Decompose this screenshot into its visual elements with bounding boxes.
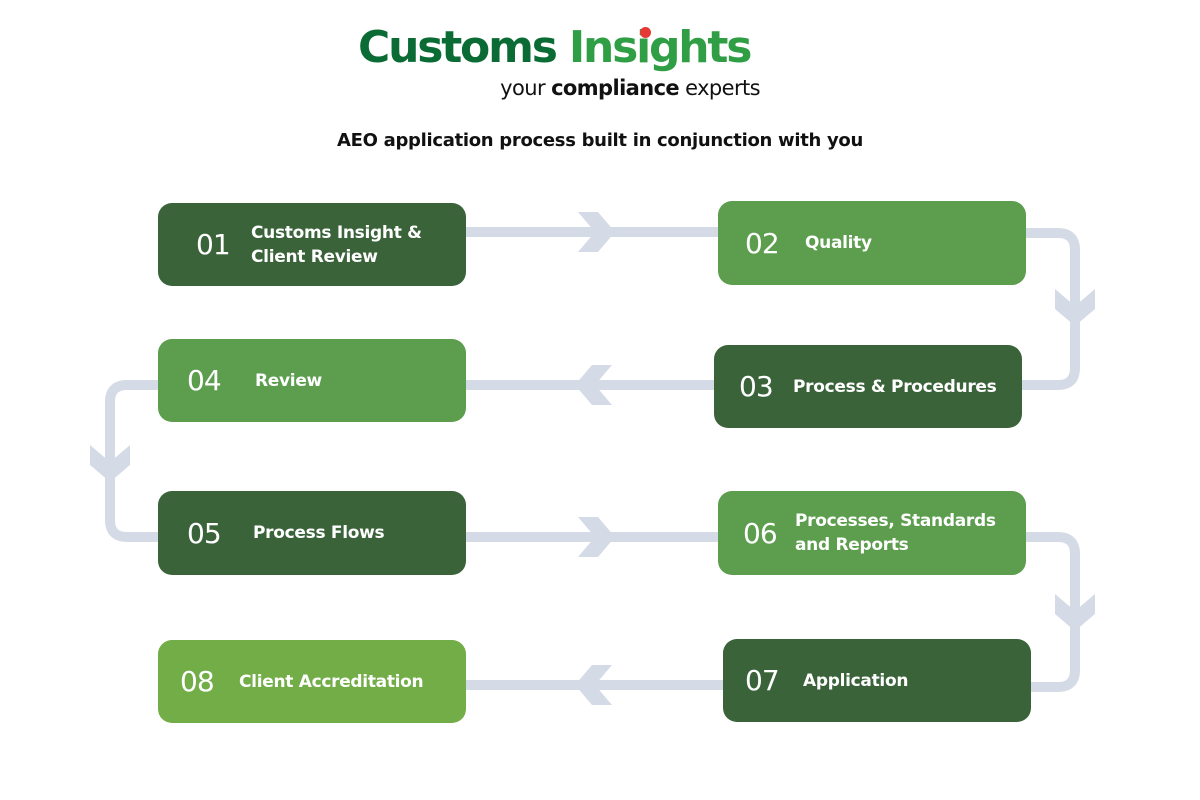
step-01: 01 Customs Insight & Client Review — [158, 203, 466, 286]
arrow-right-icon — [578, 212, 615, 252]
customs-insights-logo: Customs Insights your compliance experts — [358, 22, 761, 104]
arrow-right-icon — [578, 517, 615, 557]
step-number: 03 — [739, 370, 774, 403]
arrow-down-icon — [90, 445, 130, 482]
step-number: 08 — [180, 665, 215, 698]
step-07: 07 Application — [723, 639, 1031, 722]
step-number: 05 — [187, 516, 222, 550]
step-08: 08 Client Accreditation — [158, 640, 466, 723]
step-05: 05 Process Flows — [158, 491, 466, 575]
step-label: Quality — [805, 233, 872, 253]
step-label: Process Flows — [253, 523, 385, 543]
step-label: Processes, Standards and Reports — [795, 511, 996, 555]
step-label: Client Accreditation — [239, 671, 424, 692]
page-headline: AEO application process built in conjunc… — [337, 130, 863, 151]
step-number: 01 — [196, 228, 231, 261]
step-label: Process & Procedures — [793, 376, 997, 397]
tagline-compliance: compliance — [551, 76, 680, 100]
step-label: Customs Insight & Client Review — [251, 222, 422, 267]
arrow-left-icon — [575, 365, 612, 405]
step-number: 06 — [743, 516, 778, 550]
step-number: 07 — [745, 664, 780, 697]
logo-word-insights: Insights — [568, 22, 753, 73]
tagline-experts: experts — [685, 76, 760, 100]
step-number: 04 — [187, 364, 222, 397]
tagline-your: your — [500, 76, 545, 100]
logo-word-customs: Customs — [358, 22, 558, 73]
logo-tagline: your compliance experts — [500, 76, 760, 100]
step-number: 02 — [745, 226, 780, 260]
step-04: 04 Review — [158, 339, 466, 422]
connector-04-05 — [105, 380, 158, 542]
step-02: 02 Quality — [718, 201, 1026, 285]
arrow-down-icon — [1055, 594, 1095, 631]
logo-red-dot-icon — [640, 27, 651, 38]
arrow-down-icon — [1055, 289, 1095, 326]
step-03: 03 Process & Procedures — [714, 345, 1022, 428]
step-label: Review — [255, 370, 322, 391]
arrow-left-icon — [575, 665, 612, 705]
step-06: 06 Processes, Standards and Reports — [718, 491, 1026, 575]
step-label: Application — [803, 670, 909, 691]
logo-wordmark: Customs Insights — [358, 22, 753, 74]
